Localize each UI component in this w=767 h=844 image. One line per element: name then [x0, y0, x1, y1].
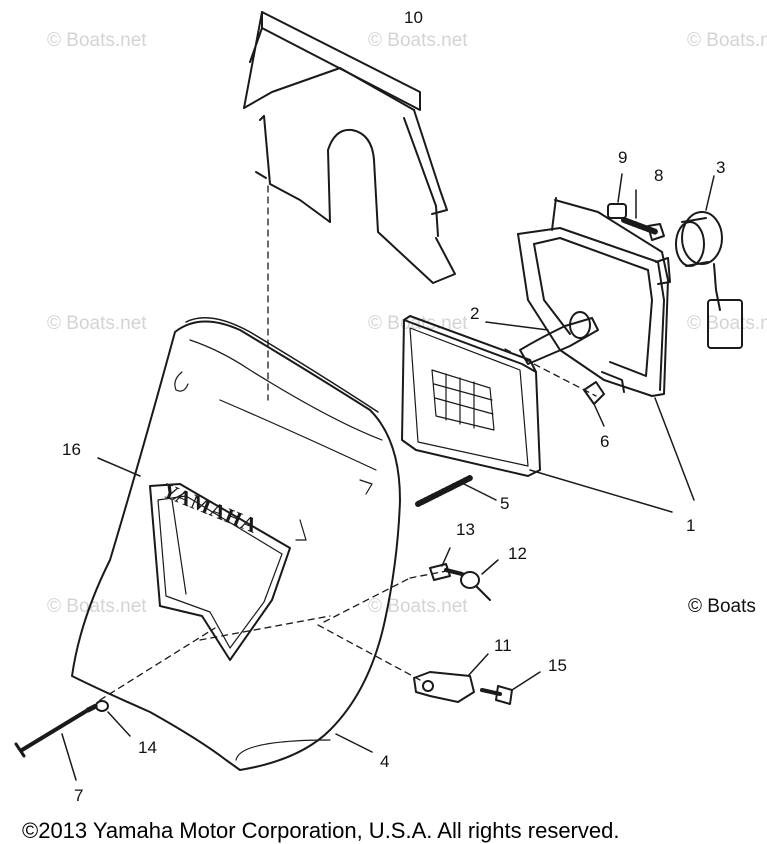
- callout-9: 9: [618, 148, 628, 167]
- lens-part: [401, 315, 541, 477]
- bulb-part: [485, 311, 599, 365]
- watermark: © Boats.net: [47, 30, 147, 51]
- washer-part: [95, 700, 131, 737]
- callout-3: 3: [716, 158, 726, 177]
- bolt-13-part: [429, 547, 464, 581]
- callout-8: 8: [654, 166, 664, 185]
- callout-1: 1: [686, 516, 696, 535]
- screw-part: [621, 189, 665, 241]
- headlight-cowl-part: [71, 317, 401, 771]
- callout-7: 7: [74, 786, 84, 805]
- watermark: © Boats.net: [368, 596, 468, 617]
- callout-15: 15: [548, 656, 567, 675]
- socket-part: [675, 175, 743, 349]
- headlight-housing-part: [517, 197, 695, 513]
- callout-2: 2: [470, 304, 480, 323]
- callout-5: 5: [500, 494, 510, 513]
- watermark: © Boats.net: [47, 596, 147, 617]
- watermark: © Boats.net: [368, 30, 468, 51]
- callout-13: 13: [456, 520, 475, 539]
- collar-12-part: [460, 559, 499, 601]
- grommet-part: [583, 381, 605, 427]
- callout-10: 10: [404, 8, 423, 27]
- bolt-15-part: [480, 671, 541, 705]
- callout-6: 6: [600, 432, 610, 451]
- callout-4: 4: [380, 752, 390, 771]
- watermark-dark: © Boats: [688, 596, 756, 617]
- watermark: © Boats.net: [687, 30, 767, 51]
- watermark: © Boats.net: [47, 313, 147, 334]
- nut-part: [607, 173, 627, 219]
- long-bolt-part: [14, 703, 99, 781]
- callout-12: 12: [508, 544, 527, 563]
- callout-11: 11: [494, 636, 512, 655]
- callout-14: 14: [138, 738, 157, 757]
- copyright-notice: ©2013 Yamaha Motor Corporation, U.S.A. A…: [22, 818, 620, 843]
- bracket-plate-part: [243, 11, 456, 284]
- callout-16: 16: [62, 440, 81, 459]
- stay-part: [413, 653, 489, 703]
- spring-part: [415, 475, 497, 507]
